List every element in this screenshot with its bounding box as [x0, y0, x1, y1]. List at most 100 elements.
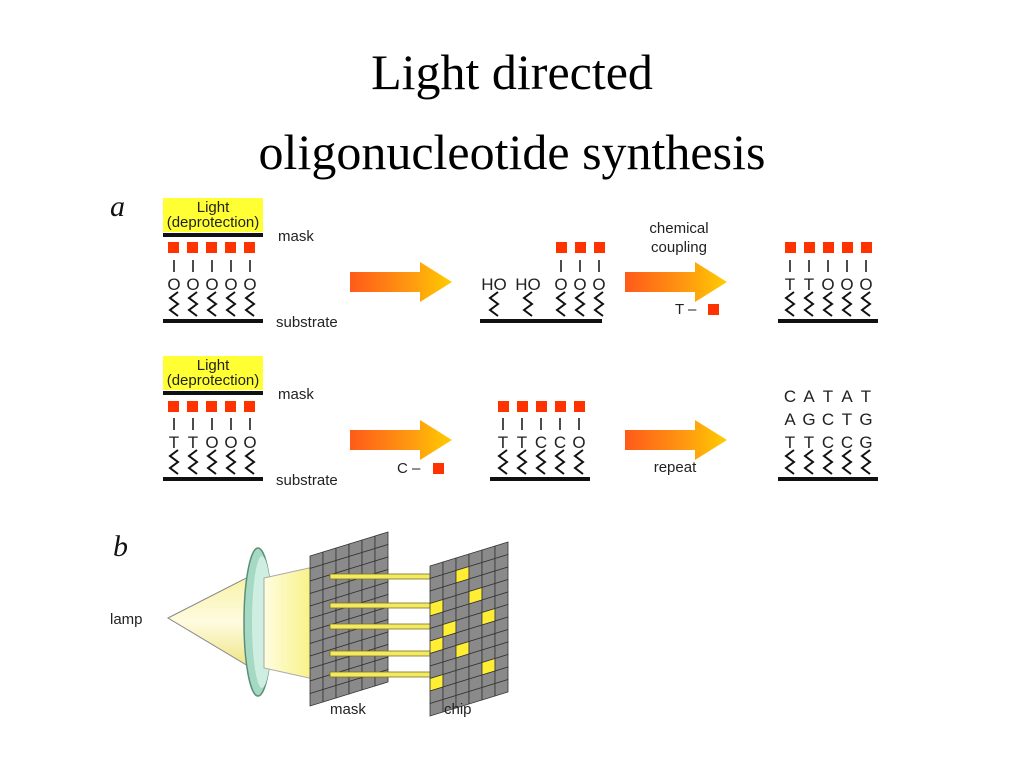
protect-square: [574, 401, 585, 412]
repeat-label: repeat: [654, 459, 697, 476]
linker-zigzag: [803, 449, 815, 475]
linker-zigzag: [573, 449, 585, 475]
base-label: O: [859, 275, 872, 294]
base-label: T: [498, 433, 508, 452]
base-label: O: [554, 275, 567, 294]
panel-a-letter: a: [110, 190, 125, 223]
light-rod: [329, 671, 437, 678]
row2-arrow2: [625, 420, 727, 460]
base-label: T: [188, 433, 198, 452]
base-label: T: [517, 433, 527, 452]
light-box-fill: [163, 356, 263, 390]
base-label: A: [784, 410, 796, 429]
base-label: O: [224, 433, 237, 452]
row2-result-substrate-bar: [778, 477, 878, 481]
linker-zigzag: [244, 449, 256, 475]
light-rod: [329, 602, 437, 609]
protect-square: [498, 401, 509, 412]
protect-square: [225, 242, 236, 253]
light-label: Light: [197, 199, 230, 216]
chip-label: chip: [444, 701, 472, 718]
base-label: T: [823, 387, 833, 406]
row2-protect-squares: [168, 401, 255, 412]
base-label: O: [167, 275, 180, 294]
base-label: O: [224, 275, 237, 294]
coupling-label-line1: chemical: [649, 220, 708, 237]
base-label: C: [822, 410, 834, 429]
linker-zigzag: [803, 291, 815, 317]
base-label: T: [785, 433, 795, 452]
linker-zigzag: [244, 291, 256, 317]
base-label: C: [535, 433, 547, 452]
base-label: T: [861, 387, 871, 406]
mask-grid: [309, 531, 389, 707]
row1-result-substrate-bar: [778, 319, 878, 323]
base-label: O: [821, 275, 834, 294]
base-label: O: [243, 433, 256, 452]
row1-light-box: Light (deprotection): [163, 198, 263, 232]
row2-light-box: Light (deprotection): [163, 356, 263, 390]
page-title-line1: Light directed: [371, 44, 653, 100]
base-label: C: [554, 433, 566, 452]
base-label: O: [840, 275, 853, 294]
linker-zigzag: [206, 449, 218, 475]
linker-zigzag: [822, 449, 834, 475]
linker-zigzag: [574, 291, 586, 317]
row1-substrate-label: substrate: [276, 314, 338, 331]
linker-zigzag: [784, 291, 796, 317]
linker-zigzag: [860, 291, 872, 317]
protect-square: [225, 401, 236, 412]
linker-zigzag: [822, 291, 834, 317]
base-label: G: [859, 410, 872, 429]
row2-arrow1: [350, 420, 452, 460]
linker-zigzag: [225, 291, 237, 317]
light-sublabel: (deprotection): [167, 372, 260, 389]
row1-arrow2: [625, 262, 727, 302]
linker-zigzag: [535, 449, 547, 475]
linker-zigzag: [516, 449, 528, 475]
protect-square: [575, 242, 586, 253]
base-label: G: [859, 433, 872, 452]
linker-zigzag: [841, 291, 853, 317]
linker-zigzag: [522, 291, 534, 317]
linker-zigzag: [225, 449, 237, 475]
base-label: O: [572, 433, 585, 452]
base-label: T: [804, 433, 814, 452]
chip-grid: [429, 541, 509, 717]
base-label: C: [822, 433, 834, 452]
base-label: C: [784, 387, 796, 406]
linker-zigzag: [488, 291, 500, 317]
base-label: A: [841, 387, 853, 406]
linker-zigzag: [593, 291, 605, 317]
linker-zigzag: [555, 291, 567, 317]
base-label: C: [841, 433, 853, 452]
linker-zigzag: [168, 449, 180, 475]
coupling-label-line2: coupling: [651, 239, 707, 256]
base-label: HO: [481, 275, 507, 294]
row1-substrate-bar: [163, 319, 263, 323]
base-label: O: [205, 433, 218, 452]
base-label: O: [186, 275, 199, 294]
base-label: O: [243, 275, 256, 294]
protect-square: [168, 401, 179, 412]
row1-reagent: T –: [675, 301, 697, 318]
light-sublabel: (deprotection): [167, 214, 260, 231]
row1-reagent-square: [708, 304, 719, 315]
chip-cell: [494, 678, 509, 697]
panel-b-letter: b: [113, 530, 128, 563]
row1-mask-bar: [163, 233, 263, 237]
row2-substrate-bar: [163, 477, 263, 481]
protect-square: [187, 242, 198, 253]
linker-zigzag: [206, 291, 218, 317]
protect-square: [244, 401, 255, 412]
row1-mask-label: mask: [278, 228, 314, 245]
base-label: G: [802, 410, 815, 429]
light-rod: [329, 573, 437, 580]
linker-zigzag: [554, 449, 566, 475]
linker-zigzag: [497, 449, 509, 475]
